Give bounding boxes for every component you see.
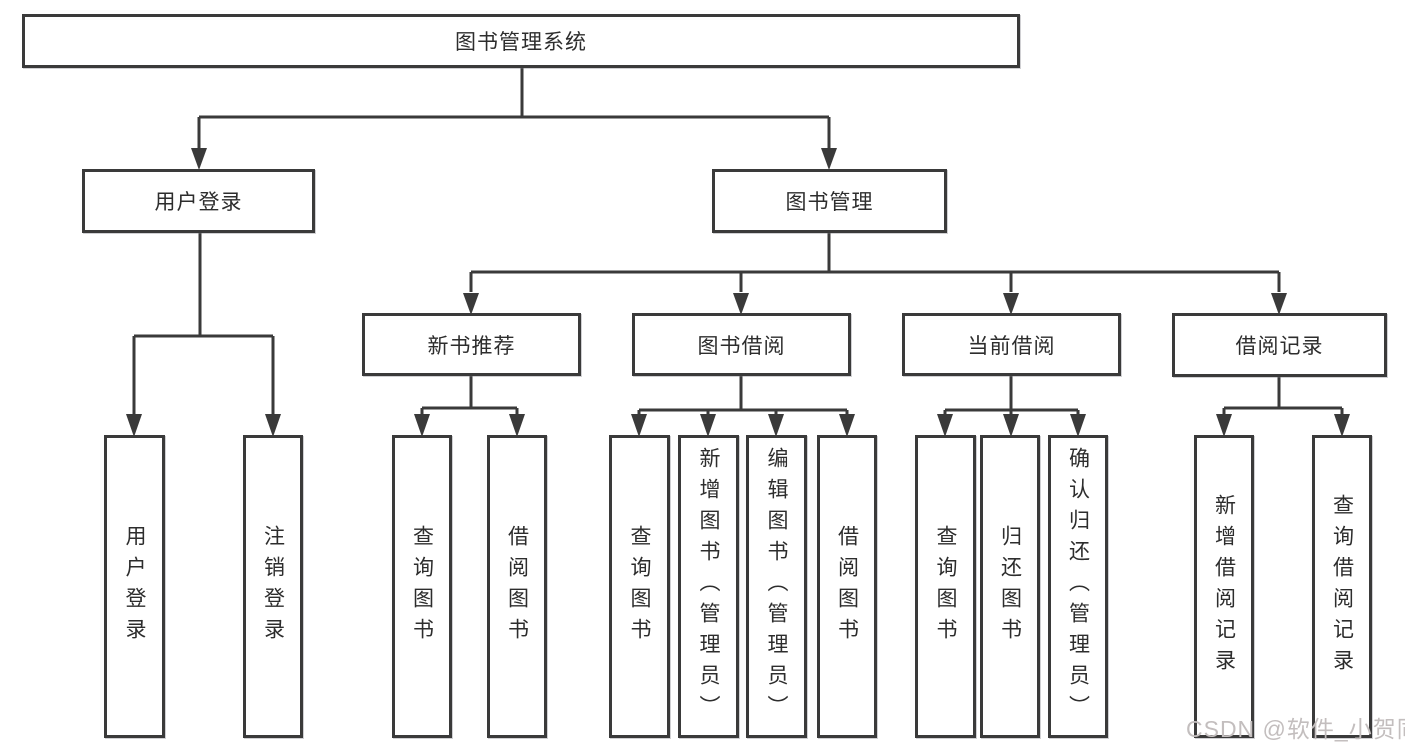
arrowhead: [937, 414, 953, 437]
connector-new-book-children: [420, 376, 519, 414]
leaf-borrow-books-recommend: 借阅图书: [487, 435, 547, 738]
arrowhead: [191, 148, 207, 170]
arrowhead: [1003, 293, 1019, 315]
leaf-return-book: 归还图书: [980, 435, 1040, 738]
node-book-borrow: 图书借阅: [632, 313, 851, 376]
arrowhead: [1003, 414, 1019, 437]
arrowhead: [631, 414, 647, 437]
leaf-query-books-current: 查询图书: [915, 435, 976, 738]
leaf-confirm-return-admin: 确认归还（管理员）: [1048, 435, 1108, 738]
arrowhead: [700, 414, 716, 437]
connector-root-to-level2: [197, 68, 831, 150]
leaf-logout: 注销登录: [243, 435, 303, 738]
csdn-watermark: CSDN @软件_小贺同学: [1186, 716, 1405, 742]
arrowhead: [1070, 414, 1086, 437]
connector-borrow-record-children: [1222, 377, 1344, 414]
node-current-borrow: 当前借阅: [902, 313, 1121, 376]
arrowhead: [839, 414, 855, 437]
arrowhead: [414, 414, 430, 437]
arrowhead: [1334, 414, 1350, 437]
arrowhead: [265, 414, 281, 437]
leaf-borrow-books: 借阅图书: [817, 435, 877, 738]
node-library-management-system: 图书管理系统: [22, 14, 1020, 68]
arrowhead: [463, 293, 479, 315]
leaf-query-borrow-record: 查询借阅记录: [1312, 435, 1372, 738]
connector-current-borrow-children: [943, 376, 1080, 414]
node-new-book-recommend: 新书推荐: [362, 313, 581, 376]
arrowhead: [821, 148, 837, 170]
arrowhead: [1271, 293, 1287, 315]
leaf-query-books-recommend: 查询图书: [392, 435, 452, 738]
connector-user-login-children: [132, 233, 275, 414]
arrowhead: [1216, 414, 1232, 437]
connector-book-borrow-children: [637, 376, 849, 414]
node-borrow-records: 借阅记录: [1172, 313, 1387, 377]
leaf-edit-book-admin: 编辑图书（管理员）: [746, 435, 807, 738]
arrowhead: [768, 414, 784, 437]
leaf-add-book-admin: 新增图书（管理员）: [678, 435, 739, 738]
leaf-add-borrow-record: 新增借阅记录: [1194, 435, 1254, 738]
node-user-login: 用户登录: [82, 169, 315, 233]
leaf-query-books-borrow: 查询图书: [609, 435, 670, 738]
connector-book-management-children: [469, 233, 1281, 292]
arrowhead: [733, 293, 749, 315]
leaf-user-login: 用户登录: [104, 435, 165, 738]
arrowhead: [126, 414, 142, 437]
node-book-management: 图书管理: [712, 169, 947, 233]
arrowhead: [509, 414, 525, 437]
